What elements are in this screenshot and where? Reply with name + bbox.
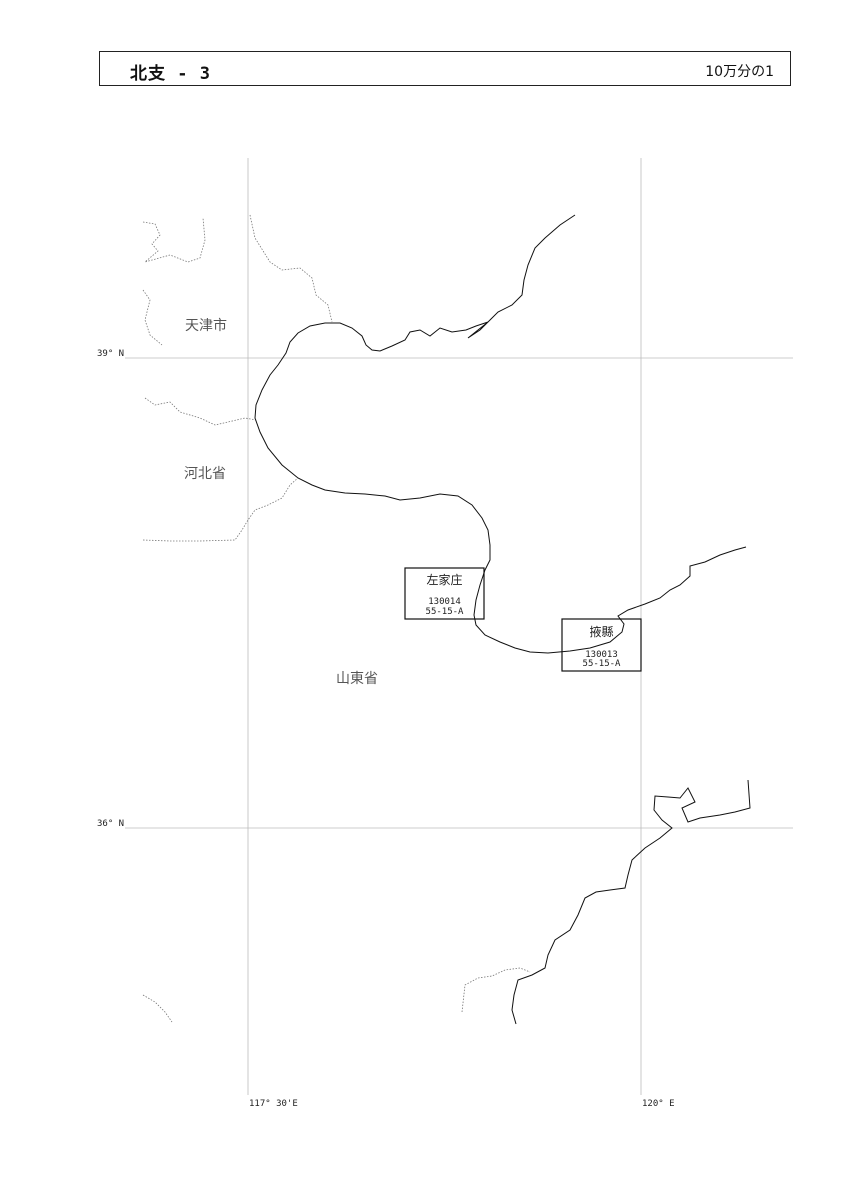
coastline: [254, 214, 751, 1025]
sheet-name: 左家庄: [426, 572, 462, 587]
sheet-yexian[interactable]: 掖縣 130013 55-15-A: [561, 618, 642, 672]
boundary-hebei-tianjin: [144, 397, 257, 426]
header-box: 北支 - 3 10万分の1: [99, 51, 791, 86]
lat-36-label: 36° N: [97, 819, 124, 829]
map-title: 北支 - 3: [130, 64, 211, 84]
sheet-ref: 55-15-A: [583, 659, 622, 669]
boundary-tianjin-east: [249, 214, 333, 323]
lat-39-label: 39° N: [97, 349, 124, 359]
region-shandong: 山東省: [336, 671, 378, 687]
boundary-hebei-shandong: [142, 477, 299, 542]
sheet-code: 130013: [585, 650, 618, 660]
admin-boundaries: [142, 214, 531, 1023]
graticule: [125, 158, 793, 1095]
boundary-tianjin-west: [142, 289, 163, 346]
sheet-name: 掖縣: [589, 625, 613, 639]
sheet-box[interactable]: [561, 618, 642, 672]
boundary-tianjin-north: [142, 217, 206, 263]
sheet-ref: 55-15-A: [426, 607, 465, 617]
sheet-zuojiazhuang[interactable]: 左家庄 130014 55-15-A: [404, 567, 485, 620]
region-tianjin: 天津市: [185, 317, 227, 334]
boundary-shandong-south: [461, 967, 531, 1013]
boundary-southwest: [142, 994, 173, 1023]
lon-120-label: 120° E: [642, 1099, 675, 1109]
map-scale: 10万分の1: [705, 64, 774, 80]
coastline-bohai: [254, 214, 747, 654]
region-hebei: 河北省: [184, 466, 226, 482]
sheet-code: 130014: [428, 597, 461, 607]
coastline-yellow-sea: [511, 779, 751, 1025]
sheet-box[interactable]: [404, 567, 485, 620]
lon-117-30-label: 117° 30'E: [249, 1099, 298, 1109]
